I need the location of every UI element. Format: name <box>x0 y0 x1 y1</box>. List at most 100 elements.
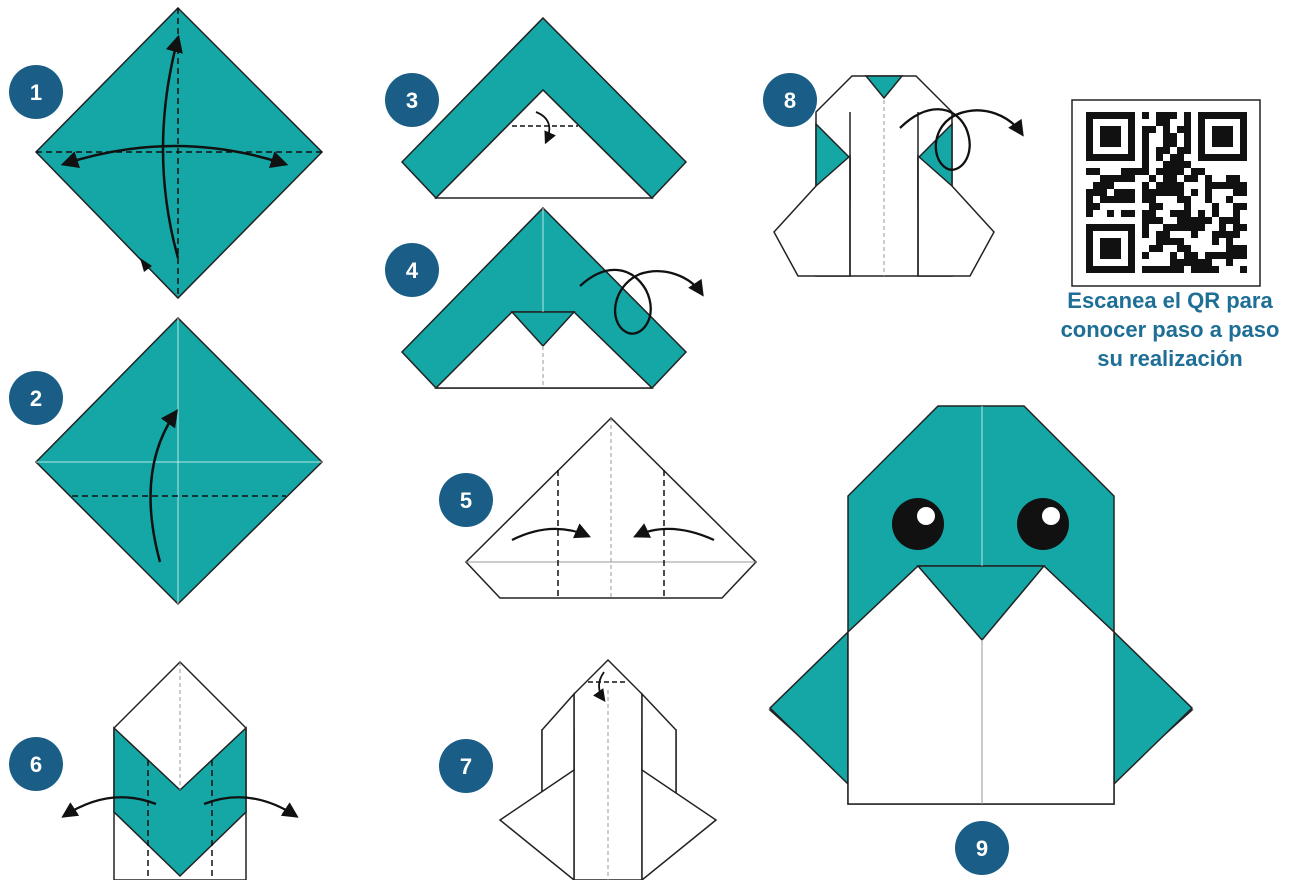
step-8-diagram <box>773 75 1024 277</box>
qr-module <box>1233 252 1240 259</box>
qr-module <box>1107 196 1114 203</box>
qr-module <box>1177 196 1184 203</box>
qr-module <box>1198 210 1205 217</box>
qr-module <box>1226 231 1233 238</box>
fold-up-arrow <box>149 409 179 563</box>
qr-module <box>1205 182 1212 189</box>
qr-module <box>1219 217 1226 224</box>
qr-module <box>1198 168 1205 175</box>
qr-module <box>1114 189 1121 196</box>
qr-module <box>1205 259 1212 266</box>
qr-module <box>1205 196 1212 203</box>
qr-module <box>1240 252 1247 259</box>
qr-module <box>1142 182 1149 189</box>
qr-module <box>1184 203 1191 210</box>
step-2-diagram <box>34 316 324 606</box>
qr-module <box>1086 203 1093 210</box>
qr-module <box>1184 126 1191 133</box>
step-5-badge: 5 <box>439 473 493 527</box>
qr-module <box>1226 238 1233 245</box>
qr-module <box>1163 189 1170 196</box>
right-eye <box>1017 498 1069 550</box>
qr-module <box>1170 210 1177 217</box>
qr-module <box>1226 217 1233 224</box>
qr-module <box>1233 189 1240 196</box>
step-5-diagram <box>464 416 758 599</box>
qr-module <box>1198 266 1205 273</box>
qr-module <box>1163 133 1170 140</box>
qr-module <box>1093 168 1100 175</box>
qr-module <box>1156 189 1163 196</box>
qr-module <box>1093 203 1100 210</box>
step-8-badge: 8 <box>763 73 817 127</box>
qr-module <box>1184 252 1191 259</box>
qr-module <box>1142 210 1149 217</box>
qr-module <box>1233 224 1240 231</box>
qr-module <box>1177 168 1184 175</box>
unfold-left-arrow <box>61 796 157 818</box>
qr-module <box>1184 196 1191 203</box>
turn-over-arrow <box>579 268 704 335</box>
step-4-number: 4 <box>406 258 419 283</box>
qr-module <box>1149 266 1156 273</box>
step-7-diagram <box>498 658 718 880</box>
qr-code[interactable] <box>1071 99 1261 287</box>
qr-module <box>1170 252 1177 259</box>
qr-module <box>1240 203 1247 210</box>
qr-module <box>1170 133 1177 140</box>
qr-module <box>1233 245 1240 252</box>
qr-module <box>1107 182 1114 189</box>
qr-module <box>1205 189 1212 196</box>
qr-module <box>1142 266 1149 273</box>
qr-module <box>1142 147 1149 154</box>
qr-module <box>1086 189 1093 196</box>
qr-module <box>1121 175 1128 182</box>
step-3-badge: 3 <box>385 73 439 127</box>
qr-module <box>1184 210 1191 217</box>
qr-module <box>1198 224 1205 231</box>
qr-module <box>1156 182 1163 189</box>
step-7-number: 7 <box>460 754 472 779</box>
qr-finder <box>1100 238 1121 259</box>
qr-module <box>1184 133 1191 140</box>
qr-module <box>1184 224 1191 231</box>
qr-module <box>1149 210 1156 217</box>
qr-module <box>1170 140 1177 147</box>
qr-module <box>1163 175 1170 182</box>
qr-module <box>1163 140 1170 147</box>
step-4-badge: 4 <box>385 243 439 297</box>
qr-module <box>1205 217 1212 224</box>
qr-module <box>1177 217 1184 224</box>
qr-module <box>1149 189 1156 196</box>
unfold-right-arrow <box>203 796 299 818</box>
step-3-number: 3 <box>406 88 418 113</box>
qr-module <box>1177 245 1184 252</box>
qr-module <box>1191 168 1198 175</box>
qr-module <box>1233 175 1240 182</box>
qr-module <box>1100 182 1107 189</box>
qr-module <box>1184 161 1191 168</box>
qr-module <box>1177 238 1184 245</box>
qr-module <box>1226 259 1233 266</box>
qr-module <box>1163 182 1170 189</box>
qr-module <box>1142 231 1149 238</box>
qr-module <box>1142 126 1149 133</box>
qr-module <box>1163 238 1170 245</box>
qr-module <box>1177 161 1184 168</box>
qr-module <box>1212 252 1219 259</box>
qr-module <box>1212 266 1219 273</box>
qr-module <box>1121 189 1128 196</box>
qr-module <box>1205 266 1212 273</box>
qr-module <box>1191 259 1198 266</box>
qr-module <box>1121 210 1128 217</box>
qr-module <box>1156 231 1163 238</box>
step-9-badge: 9 <box>955 821 1009 875</box>
qr-module <box>1142 154 1149 161</box>
qr-module <box>1170 189 1177 196</box>
step-5-number: 5 <box>460 488 472 513</box>
qr-module <box>1212 182 1219 189</box>
qr-module <box>1149 126 1156 133</box>
qr-module <box>1205 175 1212 182</box>
qr-module <box>1184 217 1191 224</box>
qr-module <box>1163 147 1170 154</box>
